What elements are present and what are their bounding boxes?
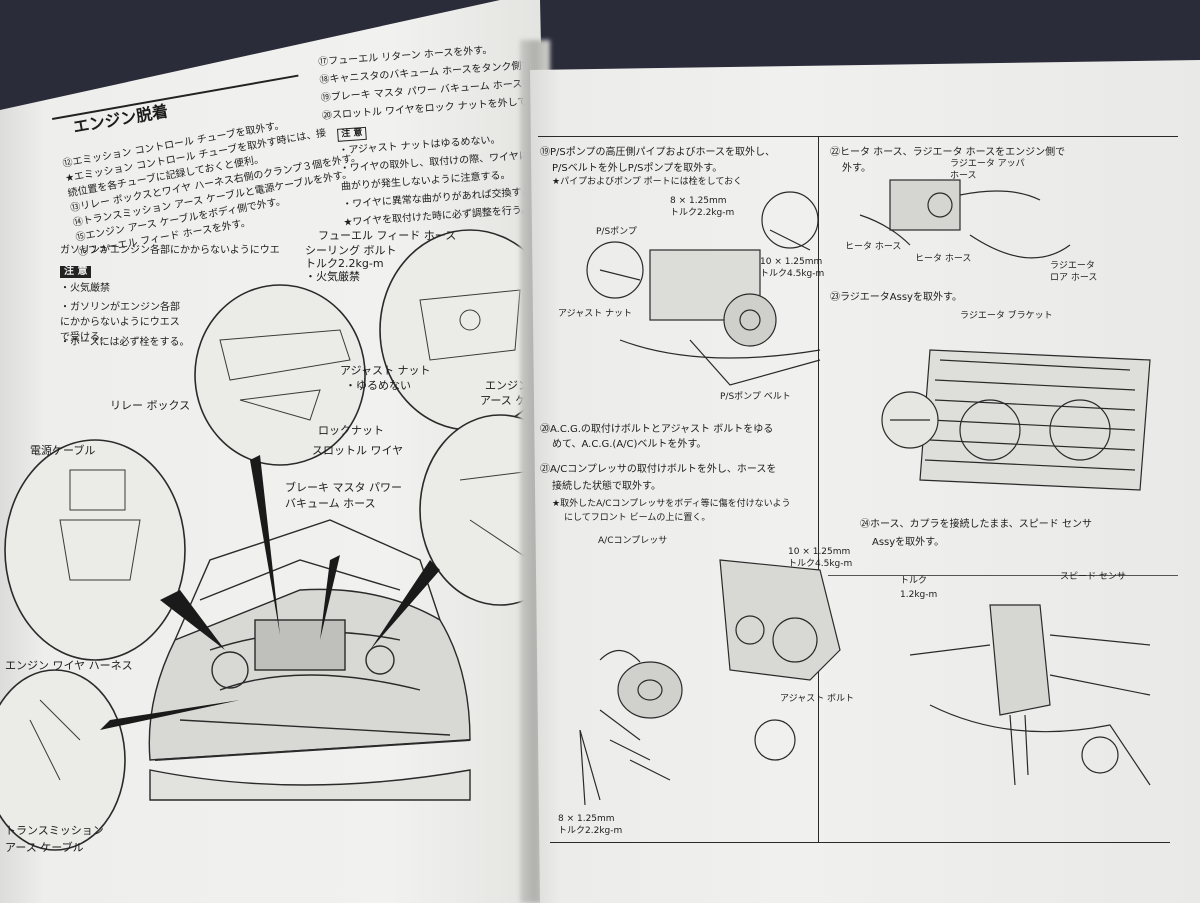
ps-bolt-spec: 8 × 1.25mm [670, 196, 727, 206]
ps-pump-label: P/Sポンプ [596, 227, 637, 237]
radiator-hose-illustration [859, 179, 1071, 259]
ps-bolt-spec-2: 10 × 1.25mm [760, 257, 823, 267]
label-transmission: トランスミッション [5, 824, 104, 837]
label-fire: ・火気厳禁 [305, 270, 360, 283]
step21-note: ★取外したA/Cコンプレッサをボディ等に傷を付けないよう [552, 499, 791, 509]
label-lock-nut: ロックナット [318, 424, 384, 437]
label-earth-cable: アース ケーブル [480, 394, 559, 407]
speed-torque-value: 1.2kg-m [900, 590, 938, 600]
speed-sensor-illustration [909, 604, 1151, 786]
label-earth-cable-2: アース ケーブル [5, 841, 84, 854]
section-box-top [828, 575, 1178, 576]
ac-bolt-spec-2: 8 × 1.25mm [558, 814, 615, 824]
ac-bolt-spec: 10 × 1.25mm [788, 547, 851, 557]
ac-adjust-bolt: アジャスト ボルト [780, 694, 855, 704]
warning-item: ・火気厳禁 [60, 283, 110, 294]
step21-line: ㉑A/Cコンプレッサの取付けボルトを外し、ホースを [540, 464, 777, 475]
ps-bolt-torque-2: トルク4.5kg-m [760, 269, 825, 279]
rad-bracket-label: ラジエータ ブラケット [960, 311, 1053, 321]
label-torque: トルク2.2kg-m [305, 257, 384, 270]
step22-line: ㉒ヒータ ホース、ラジエータ ホースをエンジン側で [830, 147, 1066, 158]
warning-label: 注 意 [60, 266, 92, 278]
left-page: エンジン脱着 ⑫エミッション コントロール チューブを取外す。 ★エミッション … [0, 0, 560, 903]
step20-line: ⑳A.C.G.の取付けボルトとアジャスト ボルトをゆる [540, 424, 774, 435]
rad-lower-2: ロア ホース [1050, 273, 1098, 283]
ac-bolt-torque: トルク4.5kg-m [788, 559, 853, 569]
step19-note: ★パイプおよびポンプ ポートには栓をしておく [552, 177, 743, 187]
column-divider [818, 136, 820, 842]
step21-line: 接続した状態で取外す。 [552, 481, 661, 492]
step21-note: にしてフロント ビームの上に置く。 [564, 513, 711, 523]
label-power-cable: 電源ケーブル [30, 444, 96, 457]
label-vacuum-hose: バキューム ホース [285, 497, 376, 510]
label-sealing-bolt: シーリング ボルト [305, 244, 397, 257]
rad-upper: ラジエータ アッパ [950, 159, 1025, 169]
label-relay-box: リレー ボックス [110, 399, 191, 412]
ac-bolt-torque-2: トルク2.2kg-m [558, 826, 623, 836]
warning-item: ・ガソリンがエンジン各部にかからないようにウエスで受ける。 [60, 302, 180, 343]
rad-heater: ヒータ ホース [845, 242, 902, 252]
step19-line: P/Sベルトを外しP/Sポンプを取外す。 [552, 163, 723, 174]
engine-bay-illustration [0, 229, 560, 851]
label-no-loosen: ・ゆるめない [345, 379, 411, 392]
ac-compressor-illustration [579, 559, 841, 806]
warning-lead: ガソリンがエンジン各部にかからないようにウエ [60, 245, 280, 256]
ps-belt-label: P/Sポンプ ベルト [720, 392, 791, 402]
radiator-illustration [881, 349, 1151, 491]
rad-lower: ラジエータ [1050, 261, 1095, 271]
label-adjust-nut: アジャスト ナット [340, 364, 431, 377]
step19-line: ⑲P/Sポンプの高圧側パイプおよびホースを取外し、 [540, 147, 775, 158]
step24-line: ㉔ホース、カプラを接続したまま、スピード センサ [860, 519, 1092, 530]
label-engine-wire-harness: エンジン ワイヤ ハーネス [5, 659, 133, 672]
speed-torque-label: トルク [900, 576, 928, 586]
step20-line: めて、A.C.G.(A/C)ベルトを外す。 [552, 439, 707, 450]
label-engine: エンジン [485, 379, 529, 392]
warning-item: ・ホースには必ず栓をする。 [60, 337, 190, 348]
rad-upper-2: ホース [950, 171, 977, 181]
label-throttle-wire: スロットル ワイヤ [312, 444, 404, 457]
ps-pump-illustration [586, 191, 821, 386]
ps-adjust-nut: アジャスト ナット [558, 309, 633, 319]
bottom-rule [550, 842, 1170, 844]
label-fuel-feed: フューエル フィード ホース [318, 229, 457, 242]
step24-line: Assyを取外す。 [872, 537, 945, 548]
step23-line: ㉓ラジエータAssyを取外す。 [830, 292, 962, 303]
step22-line: 外す。 [842, 163, 871, 174]
ps-bolt-torque: トルク2.2kg-m [670, 208, 735, 218]
speed-sensor-label: スピード センサ [1060, 572, 1126, 582]
ac-compressor-label: A/Cコンプレッサ [598, 536, 668, 546]
rad-heater-2: ヒータ ホース [915, 254, 972, 264]
right-page: ⑲P/Sポンプの高圧側パイプおよびホースを取外し、 P/Sベルトを外しP/Sポン… [530, 60, 1200, 903]
top-rule [538, 136, 1178, 138]
label-brake-master: ブレーキ マスタ パワー [285, 481, 402, 494]
